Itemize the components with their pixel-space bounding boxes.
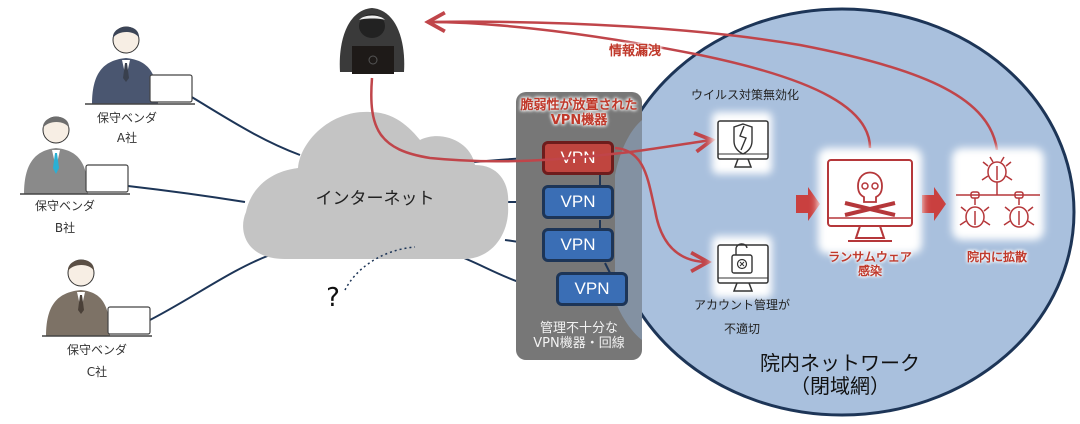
panel-footer-line2: VPN機器・回線 [533,335,625,351]
spread-label: 院内に拡散 [966,250,1027,264]
vpn-link [604,262,611,274]
vpn-device: VPN [556,272,628,306]
network-title-line1: 院内ネットワーク [760,351,920,375]
antivirus-disabled-label: ウイルス対策無効化 [690,88,799,102]
vendor-c-name: 保守ベンダ [66,343,127,357]
account-label-line1: アカウント管理が [693,298,790,312]
bug-network-icon [952,148,1044,240]
vendor-a-line [189,95,301,156]
vendor-b-figure [20,116,130,195]
vpn-device: VPN [542,228,614,262]
vpn-panel-footer-caption: 管理不十分な VPN機器・回線 [516,321,642,352]
leak-path-spread [429,20,999,151]
vendor-a-name: 保守ベンダ [96,111,157,125]
internet-cloud [243,111,509,259]
vulnerable-vpn-caption: 脆弱性が放置された VPN機器 [516,98,642,129]
ransomware-label-line2: 感染 [857,263,882,278]
vendor-c-label: 保守ベンダ C社 [62,343,132,380]
vendor-a-label: 保守ベンダ A社 [92,111,162,146]
vpn-device: VPN [542,185,614,219]
attack-path-account [614,146,708,262]
panel-footer-line1: 管理不十分な [539,321,618,336]
account-management-label: アカウント管理が 不適切 [680,298,804,337]
vendor-b-company: B社 [54,220,76,235]
skull-monitor-icon [818,148,922,254]
unknown-connection-line [344,246,416,291]
vendor-b-name: 保守ベンダ [34,199,95,213]
network-title-line2: （閉域網） [790,374,890,398]
broken-shield-monitor-icon [712,112,772,174]
ransomware-infection-label: ランサムウェア 感染 [820,250,920,279]
unknown-marker: ? [326,283,340,313]
ransomware-label-line1: ランサムウェア [828,250,912,264]
vendor-c-line [145,254,271,323]
unlocked-monitor-icon [712,236,772,298]
leak-path-ransomware [428,22,872,149]
vendor-b-label: 保守ベンダ B社 [30,199,100,236]
flow-arrow-to-ransomware [796,187,820,221]
account-label-line2: 不適切 [723,321,760,336]
vendor-a-figure [85,26,195,105]
flow-arrow-to-spread [922,187,946,221]
attack-path-entry [370,77,712,163]
hacker-icon [339,8,405,74]
vendor-b-line [127,185,246,203]
vendor-a-company: A社 [116,130,138,145]
vendor-c-figure [42,259,152,337]
leak-label: 情報漏洩 [608,44,661,59]
vulnerable-vpn-caption-line2: VPN機器 [550,112,608,128]
hospital-network-title: 院内ネットワーク （閉域網） [740,352,940,398]
vendor-c-company: C社 [86,364,108,379]
vulnerable-vpn-caption-line1: 脆弱性が放置された [520,98,638,113]
internet-label: インターネット [315,189,435,209]
